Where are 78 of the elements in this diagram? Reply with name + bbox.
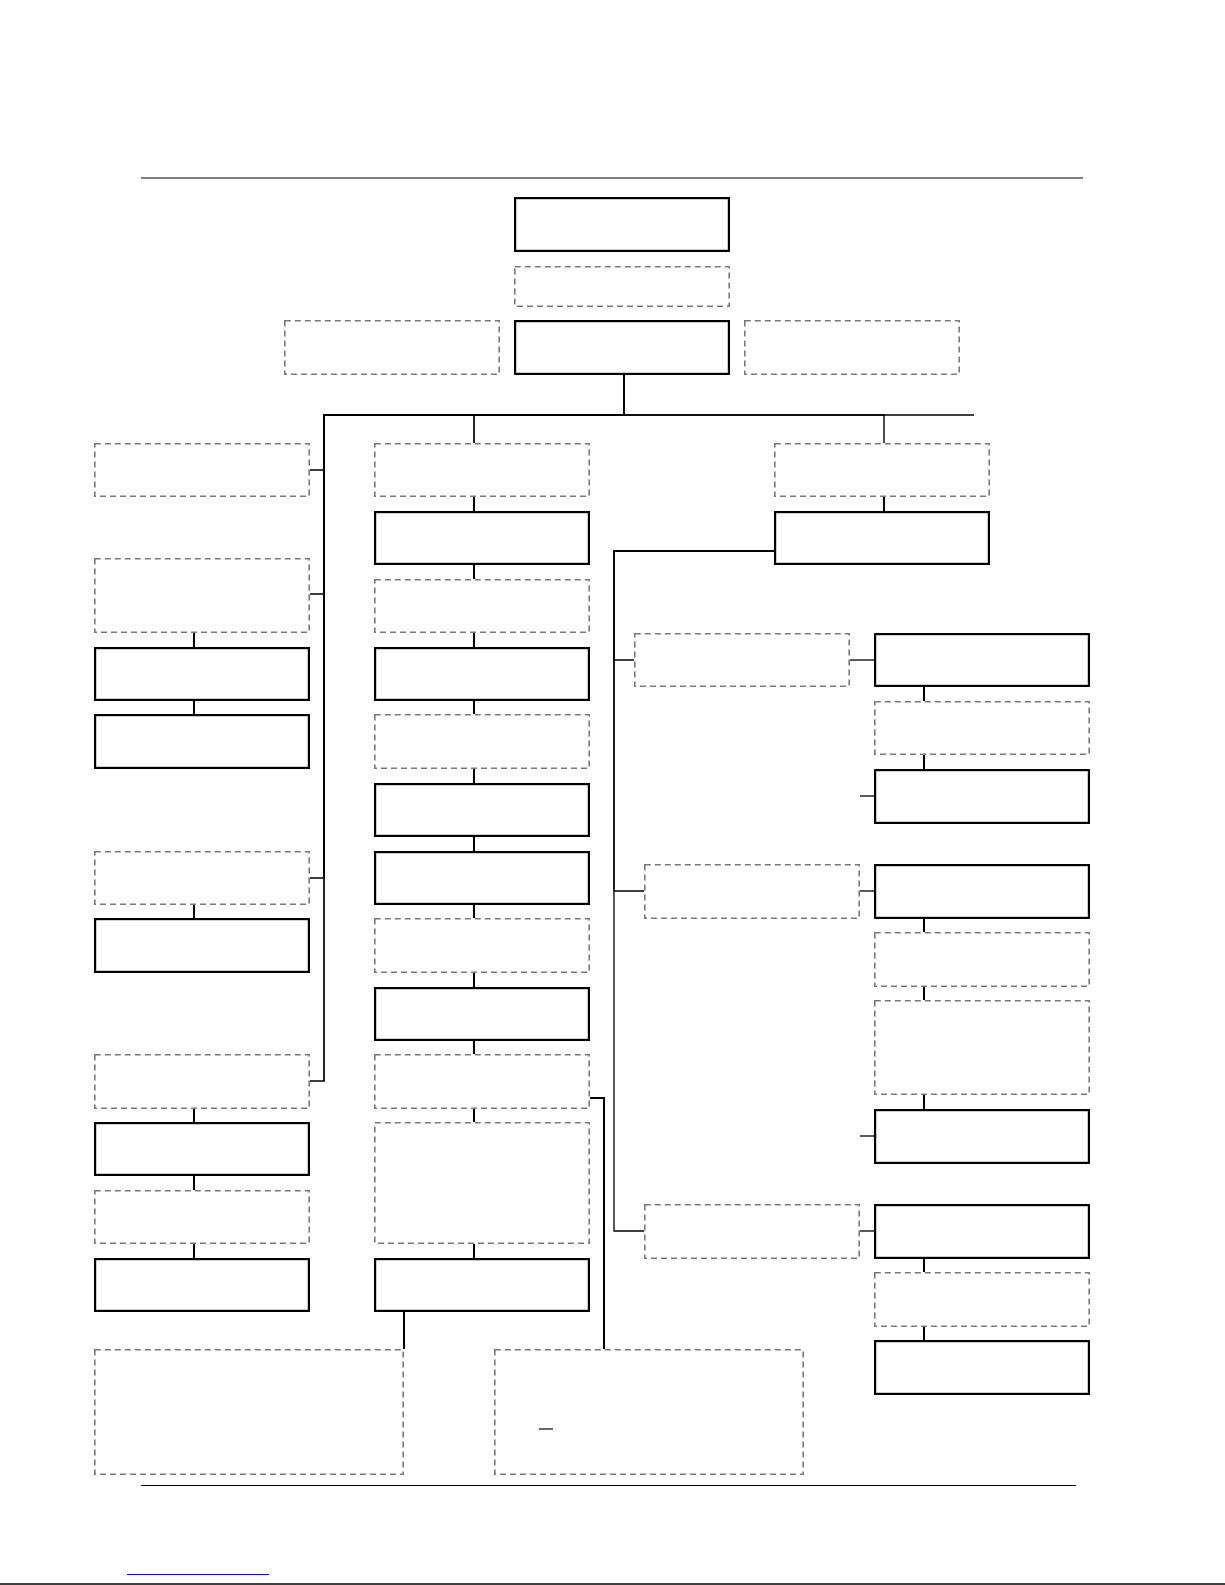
connector-line — [193, 904, 195, 919]
step-box — [874, 864, 1090, 919]
connector-line — [923, 986, 925, 1001]
connector-line — [473, 836, 475, 852]
connector-line — [473, 768, 475, 784]
dashed-box — [874, 932, 1090, 987]
connector-line — [849, 659, 875, 661]
connector-line — [923, 1326, 925, 1341]
dashed-box — [494, 1349, 804, 1475]
connector-line — [193, 1108, 195, 1123]
dashed-box — [94, 443, 310, 497]
dashed-box — [874, 701, 1090, 755]
dashed-box — [644, 864, 860, 919]
connector-line — [473, 564, 475, 580]
connector-line — [923, 1094, 925, 1110]
dashed-box — [94, 1190, 310, 1244]
dashed-box — [94, 558, 310, 633]
dashed-box — [374, 918, 590, 973]
connector-line — [473, 1040, 475, 1055]
step-box — [374, 783, 590, 837]
connector-line — [193, 700, 195, 715]
connector-line — [859, 1230, 875, 1232]
connector-line — [859, 890, 875, 892]
connector-line — [193, 1243, 195, 1259]
step-box — [874, 633, 1090, 687]
connector-line — [923, 918, 925, 933]
connector-line — [473, 632, 475, 648]
step-box — [94, 1258, 310, 1312]
step-box — [874, 1109, 1090, 1164]
step-box — [94, 1122, 310, 1176]
connector-line — [623, 374, 975, 416]
step-box — [374, 987, 590, 1041]
step-box — [514, 197, 730, 252]
connector-line — [473, 700, 475, 715]
connector-line — [473, 1243, 475, 1259]
step-box — [374, 851, 590, 905]
connector-line — [193, 632, 195, 648]
dashed-box — [374, 1054, 590, 1109]
step-box — [774, 511, 990, 565]
dashed-box — [874, 1272, 1090, 1327]
dashed-box — [774, 443, 990, 497]
step-box — [514, 320, 730, 375]
dashed-box — [874, 1000, 1090, 1095]
dashed-box — [374, 443, 590, 497]
dashed-box — [94, 1054, 310, 1109]
step-box — [874, 769, 1090, 824]
step-box — [94, 714, 310, 769]
step-box — [94, 647, 310, 701]
connector-line — [859, 1135, 875, 1137]
connector-line — [859, 795, 875, 797]
step-box — [874, 1340, 1090, 1395]
connector-line — [923, 1258, 925, 1273]
connector-line — [613, 550, 775, 1232]
connector-line — [589, 1097, 605, 1350]
connector-line — [403, 1311, 405, 1350]
connector-line — [473, 1108, 475, 1123]
connector-line — [923, 754, 925, 770]
connector-line — [193, 1175, 195, 1191]
dashed-box — [644, 1204, 860, 1259]
connector-line — [883, 496, 885, 512]
step-box — [374, 647, 590, 701]
dashed-box — [634, 633, 850, 687]
step-box — [874, 1204, 1090, 1259]
step-box — [374, 1258, 590, 1312]
step-box — [94, 918, 310, 973]
dashed-box — [374, 1122, 590, 1244]
dashed-box — [284, 320, 500, 375]
dashed-box — [94, 1349, 404, 1475]
connector-line — [473, 496, 475, 512]
step-box — [374, 511, 590, 565]
connector-line — [473, 972, 475, 988]
dashed-box — [374, 714, 590, 769]
dashed-box — [374, 579, 590, 633]
connector-line — [923, 686, 925, 702]
dashed-box — [744, 320, 960, 375]
dashed-box — [514, 266, 730, 307]
dashed-box — [94, 851, 310, 905]
connector-line — [473, 904, 475, 919]
